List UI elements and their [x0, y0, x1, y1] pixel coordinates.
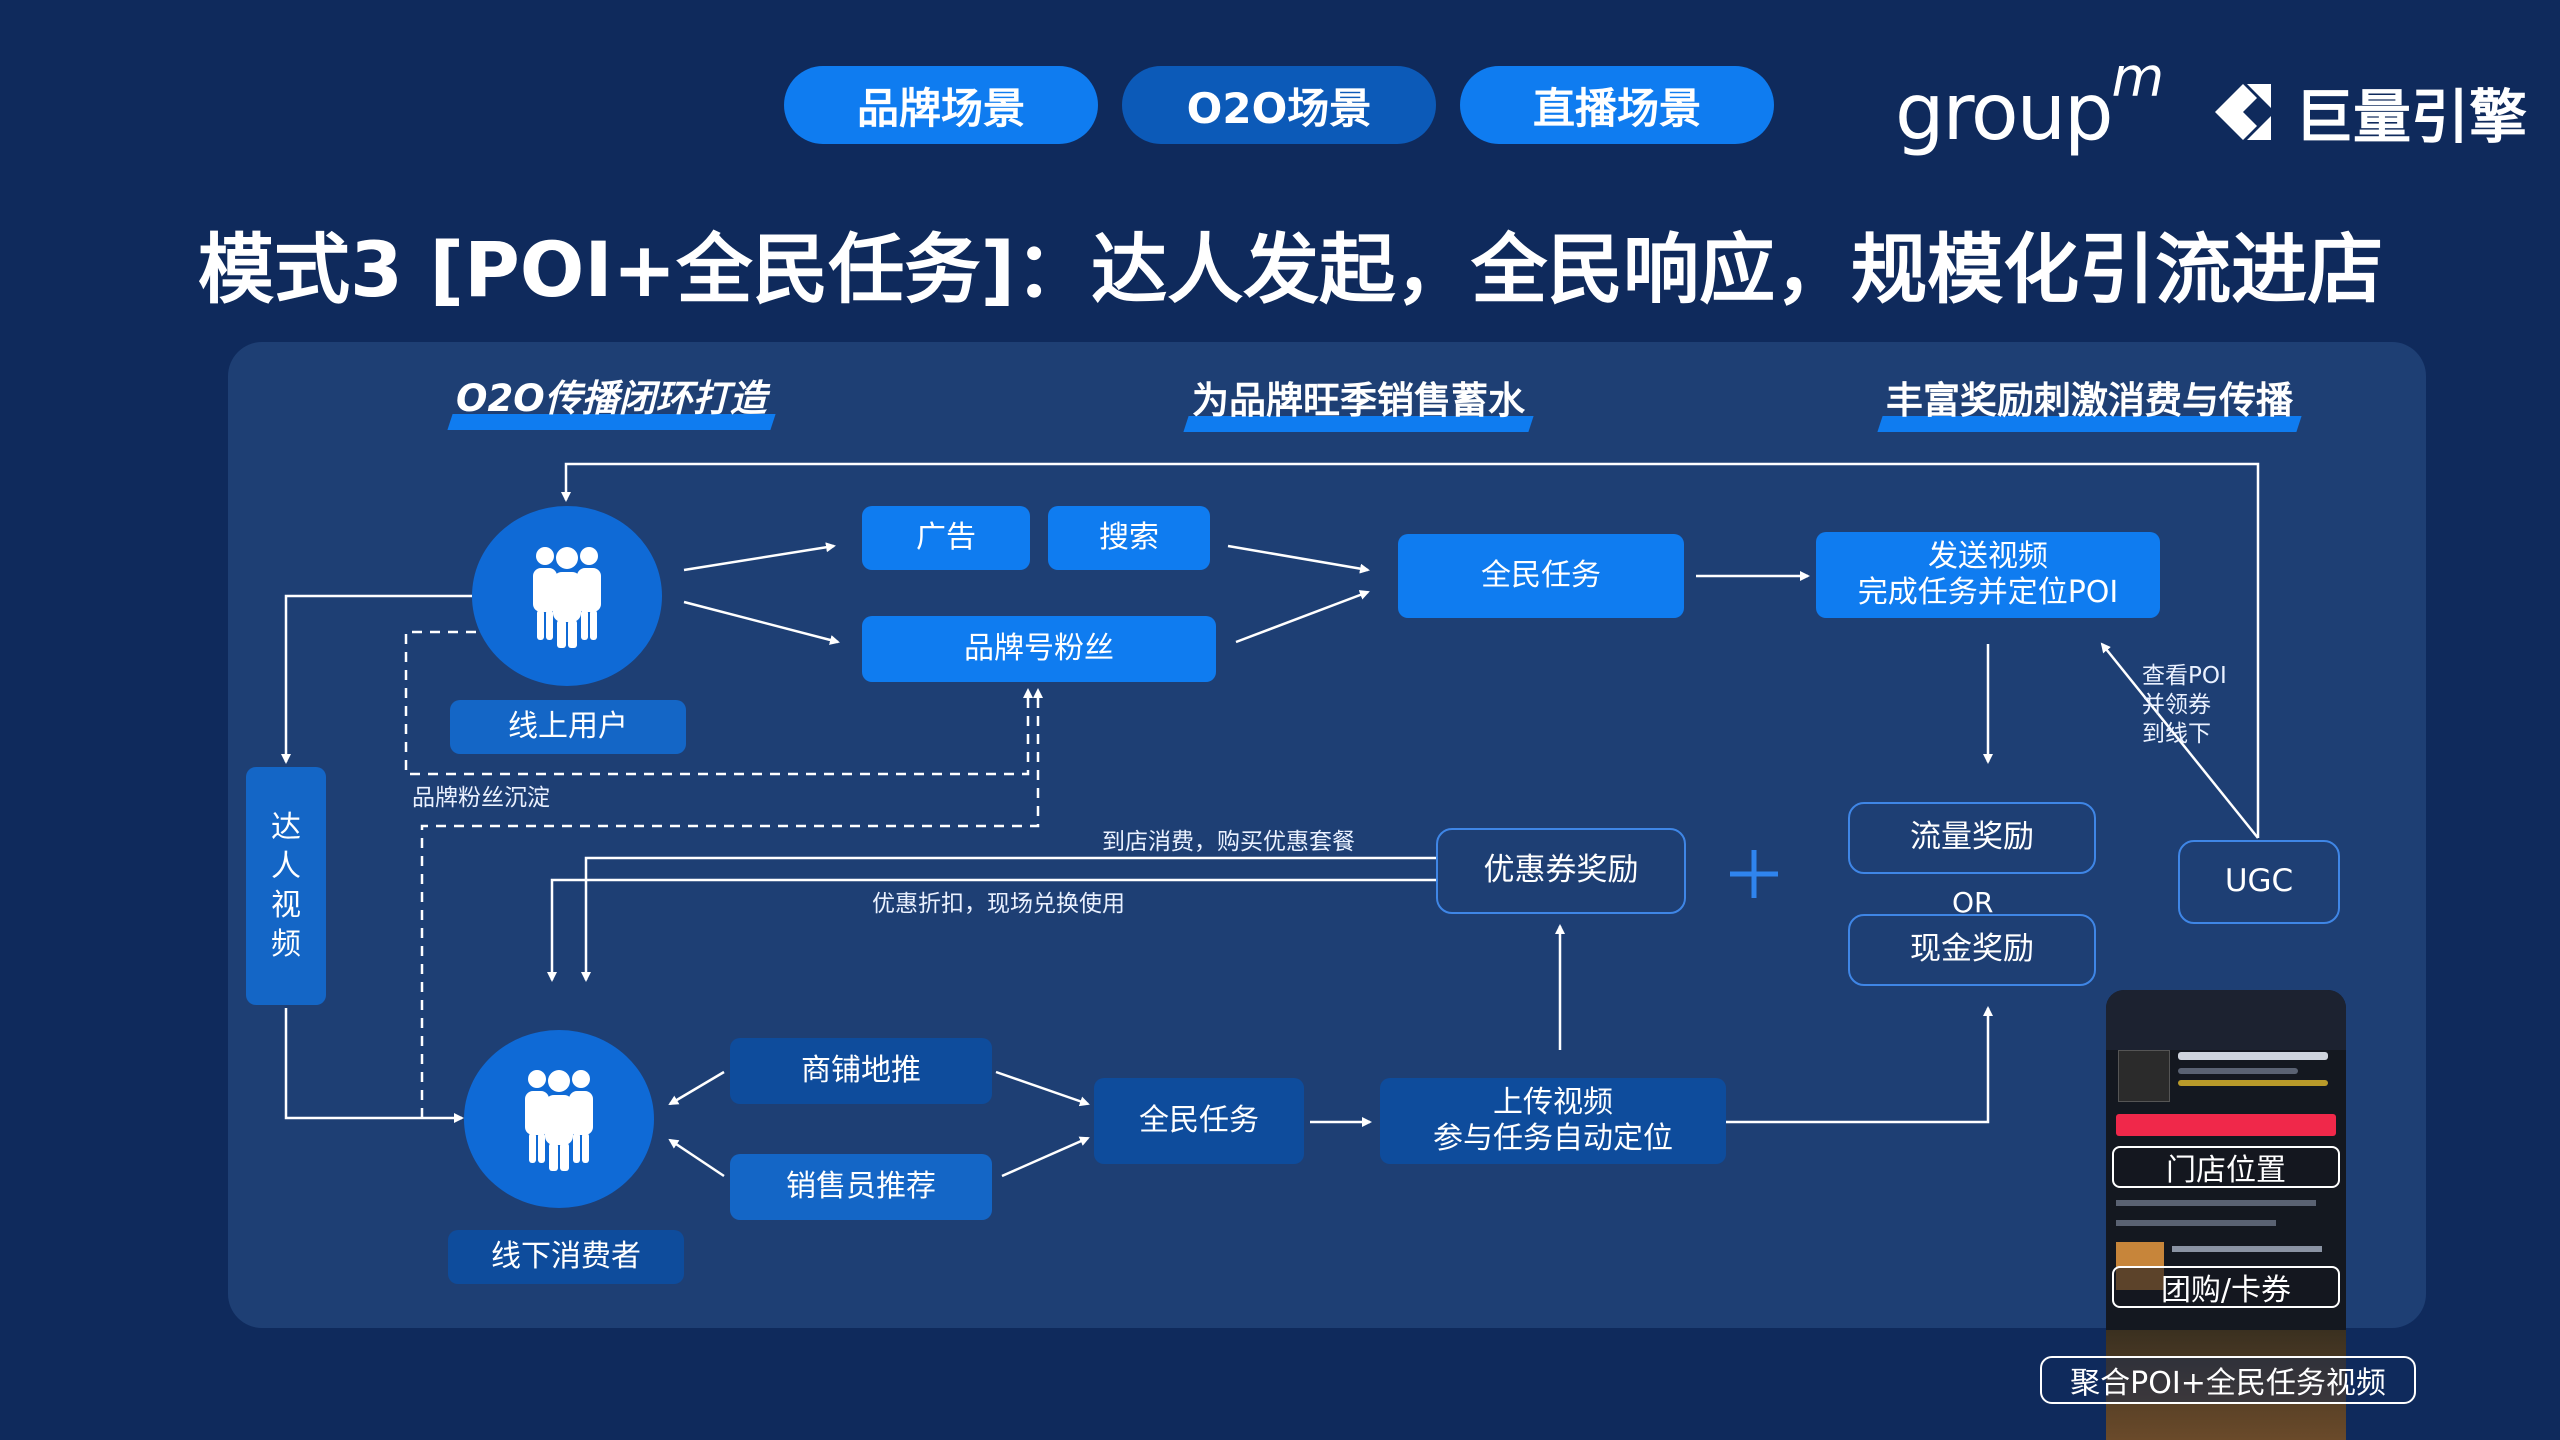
section-o2o-loop: O2O传播闭环打造	[447, 368, 776, 430]
send-video-line1: 发送视频	[1928, 539, 2048, 574]
store-meta-bar	[2178, 1068, 2298, 1074]
task-bottom-box: 全民任务	[1094, 1078, 1304, 1164]
task-top-box: 全民任务	[1398, 534, 1684, 618]
traffic-reward-box: 流量奖励	[1848, 802, 2096, 874]
phone-screenshot: 门店位置 团购/卡券	[2106, 990, 2346, 1440]
juliang-mark-icon	[2215, 84, 2271, 140]
follow-button[interactable]	[2116, 1114, 2336, 1136]
poi-task-video-caption: 聚合POI+全民任务视频	[2040, 1356, 2416, 1404]
search-box: 搜索	[1048, 506, 1210, 570]
upload-video-line1: 上传视频	[1493, 1085, 1613, 1120]
tab-brand-scene[interactable]: 品牌场景	[784, 66, 1098, 144]
phone-text-row	[2116, 1220, 2276, 1226]
people-group-icon	[533, 547, 601, 648]
brand-fans-box: 品牌号粉丝	[862, 616, 1216, 682]
fans-sink-label: 品牌粉丝沉淀	[412, 785, 550, 811]
online-user-label: 线上用户	[450, 700, 686, 754]
store-avatar	[2118, 1050, 2170, 1102]
store-tag-bar	[2178, 1080, 2328, 1086]
send-video-box: 发送视频 完成任务并定位POI	[1816, 532, 2160, 618]
juliang-logo: 巨量引擎	[2205, 70, 2527, 154]
tab-o2o-scene[interactable]: O2O场景	[1122, 66, 1436, 144]
page-title: 模式3 [POI+全民任务]：达人发起，全民响应，规模化引流进店	[198, 225, 2384, 314]
store-location-tag: 门店位置	[2112, 1146, 2340, 1188]
cash-reward-box: 现金奖励	[1848, 914, 2096, 986]
people-group-icon	[525, 1070, 593, 1171]
sales-push-box: 销售员推荐	[730, 1154, 992, 1220]
phone-status-bar	[2106, 990, 2346, 1050]
video-frame	[2106, 1330, 2346, 1440]
tab-live-scene[interactable]: 直播场景	[1460, 66, 1774, 144]
store-name-bar	[2178, 1052, 2328, 1060]
phone-text-row	[2116, 1200, 2316, 1206]
discount-label: 优惠折扣，现场兑换使用	[872, 891, 1125, 917]
online-user-circle	[472, 506, 662, 686]
send-video-line2: 完成任务并定位POI	[1857, 575, 2119, 610]
upload-video-line2: 参与任务自动定位	[1433, 1121, 1673, 1156]
groupm-logo: groupm	[1895, 46, 2164, 158]
offline-consumer-circle	[464, 1030, 654, 1208]
upload-video-box: 上传视频 参与任务自动定位	[1380, 1078, 1726, 1164]
visit-store-label: 到店消费，购买优惠套餐	[1102, 829, 1355, 855]
talent-video-box: 达 人 视 频	[246, 767, 326, 1005]
or-label: OR	[1952, 886, 1994, 919]
phone-text-row	[2172, 1246, 2322, 1252]
coupon-reward-box: 优惠券奖励	[1436, 828, 1686, 914]
section-rich-rewards: 丰富奖励刺激消费与传播	[1877, 370, 2302, 432]
offline-consumer-label: 线下消费者	[448, 1230, 684, 1284]
view-poi-label: 查看POI 并领券 到线下	[2142, 663, 2227, 747]
store-push-box: 商铺地推	[730, 1038, 992, 1104]
group-buy-tag: 团购/卡券	[2112, 1266, 2340, 1308]
ad-box: 广告	[862, 506, 1030, 570]
ugc-box: UGC	[2178, 840, 2340, 924]
section-brand-season: 为品牌旺季销售蓄水	[1183, 370, 1534, 432]
